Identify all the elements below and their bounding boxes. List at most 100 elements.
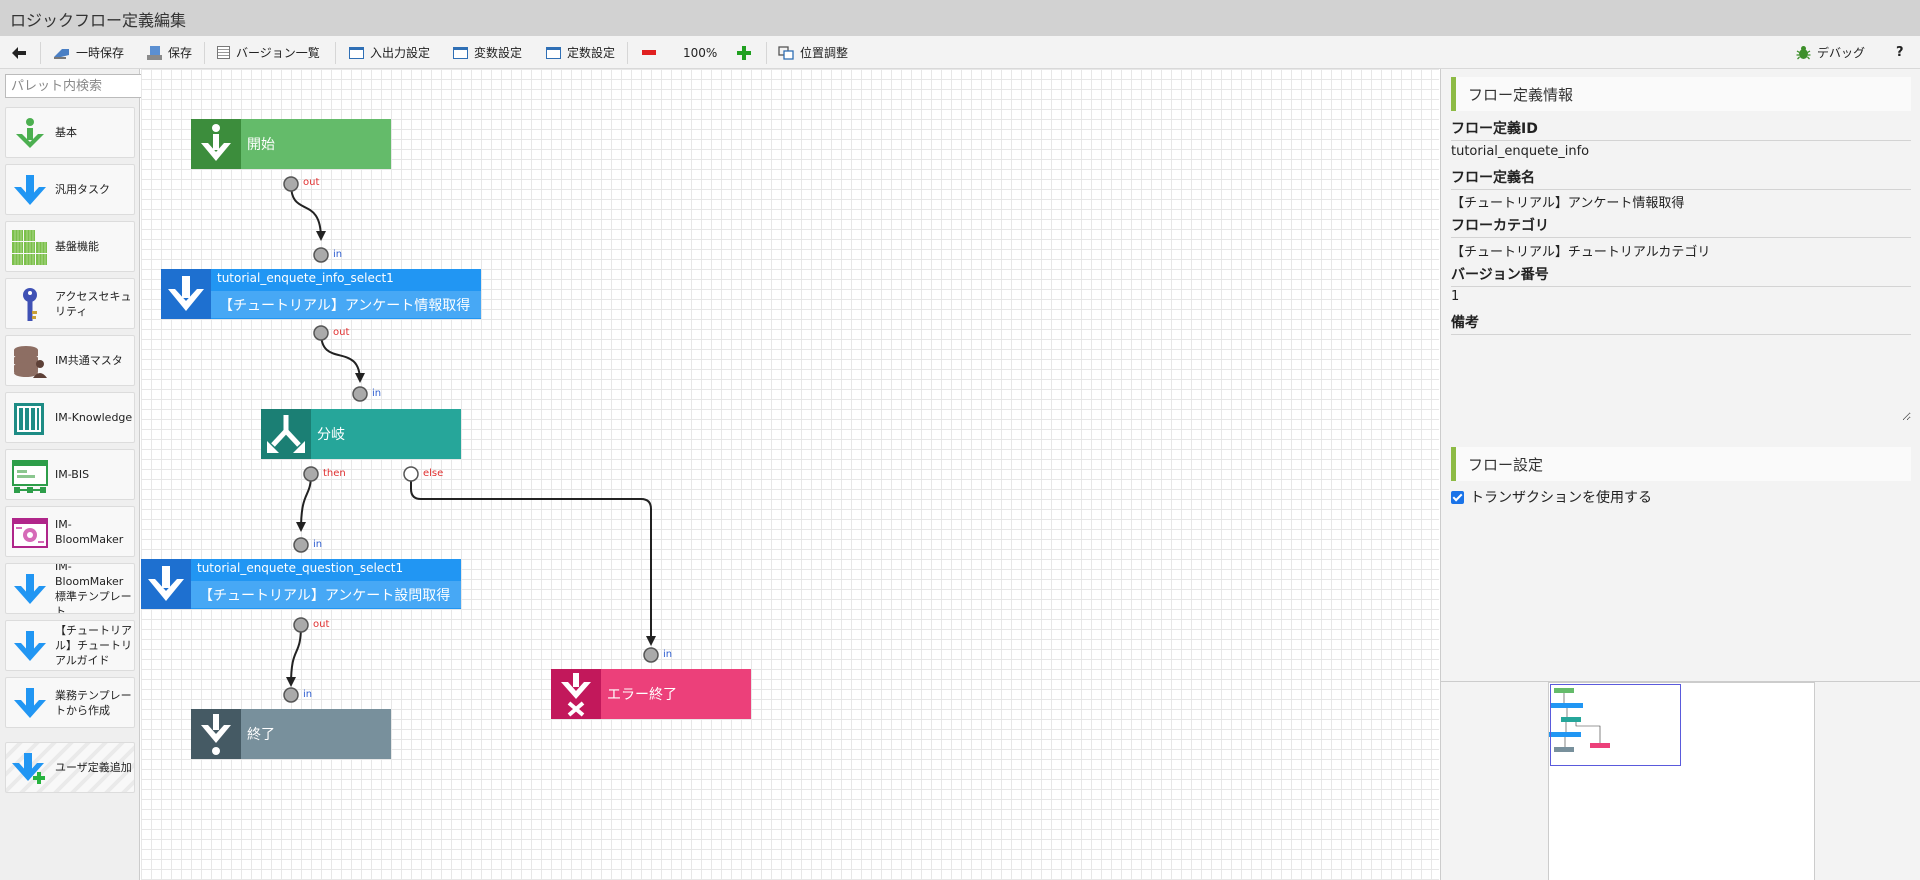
database-user-icon [14,346,47,378]
palette-item-label: 汎用タスク [55,183,110,196]
port-label-in: in [663,649,673,660]
debug-label: デバッグ [1817,46,1866,60]
palette-search-input[interactable] [5,74,152,98]
position-adjust-button[interactable]: 位置調整 [778,36,848,69]
window-title: ロジックフロー定義編集 [10,11,187,30]
arrow-down-blue-icon [14,175,46,205]
arrow-down-icon [141,559,191,609]
position-adjust-label: 位置調整 [800,46,849,60]
save-button[interactable]: 保存 [147,36,192,69]
category-value[interactable]: 【チュートリアル】チュートリアルカテゴリ [1451,245,1711,260]
arrow-down-green-icon [16,118,44,148]
zoom-in-button[interactable] [737,36,751,69]
properties-panel: フロー定義情報 フロー定義ID tutorial_enquete_info フロ… [1440,69,1920,681]
connector-task2-end [286,624,302,687]
version-value: 1 [1451,289,1460,304]
minimap-area [1440,681,1920,880]
port-task1-out [313,325,329,341]
help-button[interactable]: ? [1896,36,1904,69]
zoom-level: 100% [683,36,717,69]
use-transaction-checkbox[interactable] [1451,490,1464,504]
palette-item-bloommaker-template[interactable]: IM-BloomMaker 標準テンプレート [5,563,135,614]
grid-blocks-icon [12,230,47,265]
flow-name-value[interactable]: 【チュートリアル】アンケート情報取得 [1451,196,1685,211]
temp-save-label: 一時保存 [76,46,125,60]
palette-item-user-defined-add[interactable]: ユーザ定義追加 [5,742,135,793]
temp-save-icon [54,48,69,59]
palette-item-label: 業務テンプレートから作成 [55,688,132,717]
temp-save-button[interactable]: 一時保存 [53,36,124,69]
node-start[interactable]: 開始 [191,119,391,169]
palette-item-access-security[interactable]: アクセスセキュリティ [5,278,135,329]
flow-id-value[interactable]: tutorial_enquete_info [1451,144,1590,159]
back-button[interactable] [12,36,26,69]
node-branch[interactable]: 分岐 [261,409,461,459]
connector-branch-error [410,474,656,646]
start-icon [191,119,241,169]
palette-item-label: IM-BIS [55,468,90,481]
node-error-end[interactable]: エラー終了 [551,669,751,719]
palette-item-tutorial-guide[interactable]: 【チュートリアル】チュートリアルガイド [5,620,135,671]
palette-item-im-bis[interactable]: IM-BIS [5,449,135,500]
port-task2-out [293,617,309,633]
node-start-label: 開始 [247,137,275,153]
version-label: バージョン番号 [1451,264,1911,287]
port-label-in: in [372,388,382,399]
connector-start-task1 [290,183,326,241]
node-task1[interactable]: tutorial_enquete_info_select1 【チュートリアル】ア… [161,269,481,319]
node-task1-id: tutorial_enquete_info_select1 [217,271,394,285]
workflow-window-icon [12,460,48,493]
debug-button[interactable]: デバッグ [1796,36,1865,69]
arrow-down-blue-icon [14,631,46,661]
help-label: ? [1896,45,1904,60]
end-icon [191,709,241,759]
arrow-down-blue-icon [14,688,46,718]
minimap[interactable] [1548,682,1815,880]
node-task2[interactable]: tutorial_enquete_question_select1 【チュートリ… [141,559,461,609]
minimap-viewport[interactable] [1550,684,1681,766]
node-error-end-label: エラー終了 [607,687,677,703]
remarks-label: 備考 [1451,312,1911,335]
save-label: 保存 [168,46,193,60]
palette-item-platform[interactable]: 基盤機能 [5,221,135,272]
arrow-down-plus-icon [12,753,45,784]
use-transaction-row[interactable]: トランザクションを使用する [1451,487,1652,507]
zoom-out-button[interactable] [642,36,656,69]
category-label: フローカテゴリ [1451,215,1911,238]
node-task2-id: tutorial_enquete_question_select1 [197,561,404,575]
port-label-out: out [303,177,320,188]
port-label-then: then [323,468,346,479]
zoom-value: 100% [683,45,718,60]
flow-info-header: フロー定義情報 [1451,77,1911,111]
remarks-textarea[interactable] [1451,333,1911,421]
version-list-button[interactable]: バージョン一覧 [217,36,320,69]
use-transaction-label: トランザクションを使用する [1470,490,1652,506]
palette-item-basic[interactable]: 基本 [5,107,135,158]
arrow-left-icon [12,46,26,59]
bloommaker-icon [12,518,48,548]
node-task1-name: 【チュートリアル】アンケート情報取得 [211,291,481,318]
const-settings-button[interactable]: 定数設定 [546,36,615,69]
palette-item-label: IM-BloomMaker [55,517,124,546]
palette-item-business-template[interactable]: 業務テンプレートから作成 [5,677,135,728]
palette-item-im-bloommaker[interactable]: IM-BloomMaker [5,506,135,557]
save-icon [147,45,162,60]
palette-item-im-knowledge[interactable]: IM-Knowledge [5,392,135,443]
io-settings-button[interactable]: 入出力設定 [349,36,430,69]
plus-icon [737,45,751,60]
port-branch-in [352,386,368,402]
port-label-else: else [423,468,444,479]
var-settings-button[interactable]: 変数設定 [453,36,522,69]
key-icon [23,288,37,321]
const-settings-label: 定数設定 [567,46,616,60]
flow-canvas[interactable]: out in out in then else in out in in 開始 … [141,69,1439,880]
minimap-preview [1549,688,1610,752]
port-branch-else [403,466,419,482]
palette-item-label: 【チュートリアル】チュートリアルガイド [55,624,132,667]
toolbar: 一時保存 保存 バージョン一覧 入出力設定 変数設定 定数設定 100% 位置調… [0,36,1920,69]
arrow-down-icon [161,269,211,319]
port-label-in: in [313,539,323,550]
palette-item-im-master[interactable]: IM共通マスタ [5,335,135,386]
palette-item-general-task[interactable]: 汎用タスク [5,164,135,215]
node-end[interactable]: 終了 [191,709,391,759]
